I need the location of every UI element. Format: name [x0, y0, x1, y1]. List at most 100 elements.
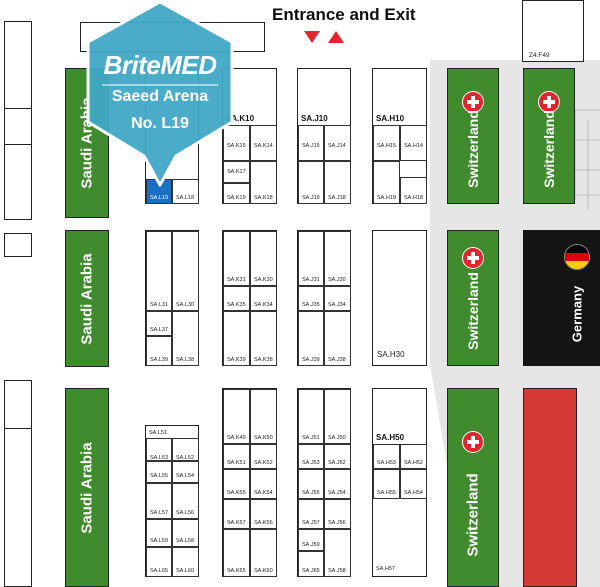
booth-sa-l37[interactable]: SA.L37: [146, 311, 172, 336]
booth-sa-j58[interactable]: SA.J58: [324, 529, 351, 577]
left-wall-lower-booth: [4, 380, 32, 587]
booth-sa-l65[interactable]: SA.L65: [146, 547, 172, 577]
booth-label: SA.K19: [227, 195, 246, 201]
switzerland-label: Switzerland: [541, 110, 557, 189]
red-booth: [523, 388, 577, 587]
booth-sa-j34[interactable]: SA.J34: [324, 286, 351, 311]
booth-block-h10: SA.H10 SA.H15 SA.H14 SA.H19 SA.H18: [372, 68, 427, 204]
booth-sa-l30[interactable]: SA.L30: [172, 231, 199, 311]
booth-label: SA.K52: [254, 460, 273, 466]
booth-sa-h15[interactable]: SA.H15: [373, 125, 400, 161]
marker-venue: Saeed Arena: [111, 88, 209, 105]
booth-sa-j31[interactable]: SA.J31: [298, 231, 324, 286]
booth-label: SA.K57: [227, 520, 246, 526]
booth-sa-j19[interactable]: SA.J19: [298, 161, 324, 204]
booth-sa-j55[interactable]: SA.J55: [298, 469, 324, 499]
booth-sa-l53[interactable]: SA.L53: [146, 438, 172, 461]
booth-sa-h55[interactable]: SA.H55: [373, 469, 400, 499]
booth-sa-h30[interactable]: SA.H30: [372, 230, 427, 366]
saudi-arabia-label: Saudi Arabia: [78, 441, 96, 534]
booth-sa-l58[interactable]: SA.L58: [172, 519, 199, 547]
booth-sa-k51[interactable]: SA.K51: [223, 444, 250, 469]
booth-label: SA.J34: [328, 302, 346, 308]
booth-sa-h18[interactable]: SA.H18: [400, 177, 427, 204]
booth-label: SA.K39: [227, 357, 246, 363]
booth-sa-j51[interactable]: SA.J51: [298, 389, 324, 444]
booth-sa-j18[interactable]: SA.J18: [324, 161, 351, 204]
booth-sa-j38[interactable]: SA.J38: [324, 311, 351, 366]
booth-sa-k34[interactable]: SA.K34: [250, 286, 277, 311]
booth-label: SA.J52: [328, 460, 346, 466]
booth-block-k-row2: SA.K31 SA.K30 SA.K35 SA.K34 SA.K39 SA.K3…: [222, 230, 277, 366]
booth-sa-k18[interactable]: SA.K18: [250, 161, 277, 204]
booth-sa-k52[interactable]: SA.K52: [250, 444, 277, 469]
booth-sa-l52[interactable]: SA.L52: [172, 438, 199, 461]
booth-sa-k65[interactable]: SA.K65: [223, 529, 250, 577]
booth-sa-j57[interactable]: SA.J57: [298, 499, 324, 529]
switzerland-pavilion-3: Switzerland: [447, 230, 499, 366]
booth-sa-j56[interactable]: SA.J56: [324, 499, 351, 529]
booth-sa-j65[interactable]: SA.J65: [298, 551, 324, 577]
booth-label: SA.H30: [377, 350, 405, 359]
booth-sa-k31[interactable]: SA.K31: [223, 231, 250, 286]
booth-sa-k15[interactable]: SA.K15: [223, 125, 250, 161]
booth-sa-j53[interactable]: SA.J53: [298, 444, 324, 469]
booth-sa-l39[interactable]: SA.L39: [146, 336, 172, 366]
booth-sa-l60[interactable]: SA.L60: [172, 547, 199, 577]
booth-sa-h52[interactable]: SA.H52: [400, 444, 427, 469]
booth-sa-l55[interactable]: SA.L55: [146, 461, 172, 483]
booth-sa-j52[interactable]: SA.J52: [324, 444, 351, 469]
booth-sa-h54[interactable]: SA.H54: [400, 469, 427, 499]
booth-sa-j59[interactable]: SA.J59: [298, 529, 324, 551]
booth-label: SA.J50: [328, 435, 346, 441]
booth-sa-h53[interactable]: SA.H53: [373, 444, 400, 469]
booth-sa-l59[interactable]: SA.L59: [146, 519, 172, 547]
booth-sa-l57[interactable]: SA.L57: [146, 483, 172, 519]
booth-label: SA.L31: [150, 302, 169, 308]
booth-sa-l18[interactable]: SA.L18: [172, 179, 199, 204]
germany-flag-icon: [564, 244, 590, 270]
booth-label: SA.L65: [150, 568, 169, 574]
booth-label: SA.H19: [377, 195, 396, 201]
booth-sa-l31[interactable]: SA.L31: [146, 231, 172, 311]
booth-sa-h19[interactable]: SA.H19: [373, 161, 400, 204]
booth-sa-k60[interactable]: SA.K60: [250, 529, 277, 577]
booth-label: SA.L39: [150, 357, 169, 363]
booth-sa-k50[interactable]: SA.K50: [250, 389, 277, 444]
booth-sa-l54[interactable]: SA.L54: [172, 461, 199, 483]
booth-sa-k38[interactable]: SA.K38: [250, 311, 277, 366]
booth-sa-k55[interactable]: SA.K55: [223, 469, 250, 499]
booth-label: SA.K51: [227, 460, 246, 466]
booth-sa-j30[interactable]: SA.J30: [324, 231, 351, 286]
booth-label: SA.L58: [176, 538, 195, 544]
booth-block-h50: SA.H50 SA.H53 SA.H52 SA.H55 SA.H54 SA.H5…: [372, 388, 427, 577]
booth-sa-k19[interactable]: SA.K19: [223, 183, 250, 204]
booth-sa-h14[interactable]: SA.H14: [400, 125, 427, 161]
saudi-arabia-pavilion-3: Saudi Arabia: [65, 388, 109, 587]
map-pin-marker: [86, 0, 234, 187]
booth-label: SA.K14: [254, 143, 273, 149]
booth-sa-l38[interactable]: SA.L38: [172, 311, 199, 366]
booth-sa-j54[interactable]: SA.J54: [324, 469, 351, 499]
block-label: SA.K10: [226, 114, 255, 123]
booth-label: SA.K65: [227, 568, 246, 574]
booth-sa-j35[interactable]: SA.J35: [298, 286, 324, 311]
booth-sa-j50[interactable]: SA.J50: [324, 389, 351, 444]
booth-sa-j15[interactable]: SA.J15: [298, 125, 324, 161]
booth-label: SA.J38: [328, 357, 346, 363]
block-label: SA.J10: [301, 114, 328, 123]
booth-sa-k17[interactable]: SA.K17: [223, 161, 250, 183]
booth-sa-k54[interactable]: SA.K54: [250, 469, 277, 499]
booth-label: SA.K60: [254, 568, 273, 574]
booth-sa-l56[interactable]: SA.L56: [172, 483, 199, 519]
booth-sa-j14[interactable]: SA.J14: [324, 125, 351, 161]
booth-sa-k39[interactable]: SA.K39: [223, 311, 250, 366]
booth-sa-k56[interactable]: SA.K56: [250, 499, 277, 529]
booth-sa-k57[interactable]: SA.K57: [223, 499, 250, 529]
booth-sa-j39[interactable]: SA.J39: [298, 311, 324, 366]
booth-label: SA.L52: [176, 455, 195, 461]
booth-sa-k14[interactable]: SA.K14: [250, 125, 277, 161]
booth-sa-k30[interactable]: SA.K30: [250, 231, 277, 286]
booth-sa-k49[interactable]: SA.K49: [223, 389, 250, 444]
booth-sa-k35[interactable]: SA.K35: [223, 286, 250, 311]
